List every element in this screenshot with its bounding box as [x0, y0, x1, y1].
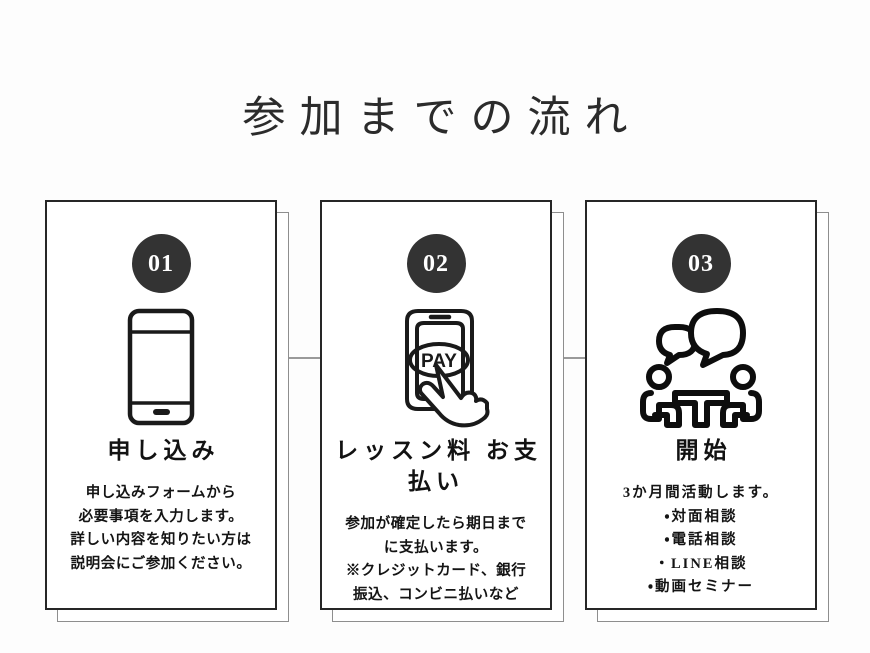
body-line: ・動画セミナー — [648, 578, 754, 595]
step-body-03: 3か月間活動します。 ・対面相談 ・電話相談 ・LINE相談 ・動画セミナー — [594, 482, 808, 599]
step-heading-03: 開始 — [671, 435, 732, 466]
body-line: 詳しい内容を知りたい方は — [70, 532, 252, 549]
body-line: 振込、コンビニ払いなど — [352, 586, 520, 603]
body-line: に支払います。 — [383, 539, 489, 556]
body-line: 必要事項を入力します。 — [78, 508, 244, 525]
body-line: ・電話相談 — [664, 532, 738, 549]
step-number-badge-03: 03 — [671, 234, 731, 293]
heading-line: 申し込み — [107, 438, 220, 463]
body-line: ・対面相談 — [664, 508, 738, 525]
page-title: 参加までの流れ — [242, 94, 642, 142]
smartphone-icon — [115, 305, 207, 429]
heading-line: お支払い — [408, 438, 542, 495]
card-front: 01 申し込み 申し込みフォームから 必要事項を入力します。 詳しい内容を知りた… — [45, 200, 277, 610]
card-front: 02 PAY — [320, 200, 552, 610]
step-heading-02: レッスン料 お支払い — [322, 435, 550, 497]
body-line: 説明会にご参加ください。 — [70, 555, 252, 572]
step-number-badge-01: 01 — [131, 234, 191, 293]
heading-line: レッスン料 — [335, 438, 476, 463]
body-line: ・LINE相談 — [654, 555, 748, 572]
body-line: ※クレジットカード、銀行 — [345, 563, 527, 580]
step-card-03[interactable]: 03 — [585, 200, 829, 622]
pay-button-label: PAY — [421, 351, 457, 372]
pay-tap-hand-icon: PAY — [377, 305, 495, 429]
body-line: 3か月間活動します。 — [622, 485, 780, 502]
step-card-01[interactable]: 01 申し込み 申し込みフォームから 必要事項を入力します。 詳しい内容を知りた… — [45, 200, 289, 622]
step-number-badge-02: 02 — [406, 234, 466, 293]
people-speech-bubbles-icon — [637, 305, 765, 429]
card-front: 03 — [585, 200, 817, 610]
step-card-02[interactable]: 02 PAY — [320, 200, 564, 622]
body-line: 参加が確定したら期日まで — [345, 516, 527, 533]
step-body-02: 参加が確定したら期日まで に支払います。 ※クレジットカード、銀行 振込、コンビ… — [329, 513, 543, 607]
step-body-01: 申し込みフォームから 必要事項を入力します。 詳しい内容を知りたい方は 説明会に… — [54, 482, 268, 576]
step-heading-01: 申し込み — [103, 435, 220, 466]
connector-step1-step2 — [272, 357, 324, 359]
body-line: 申し込みフォームから — [85, 485, 237, 502]
heading-line: 開始 — [675, 438, 732, 463]
